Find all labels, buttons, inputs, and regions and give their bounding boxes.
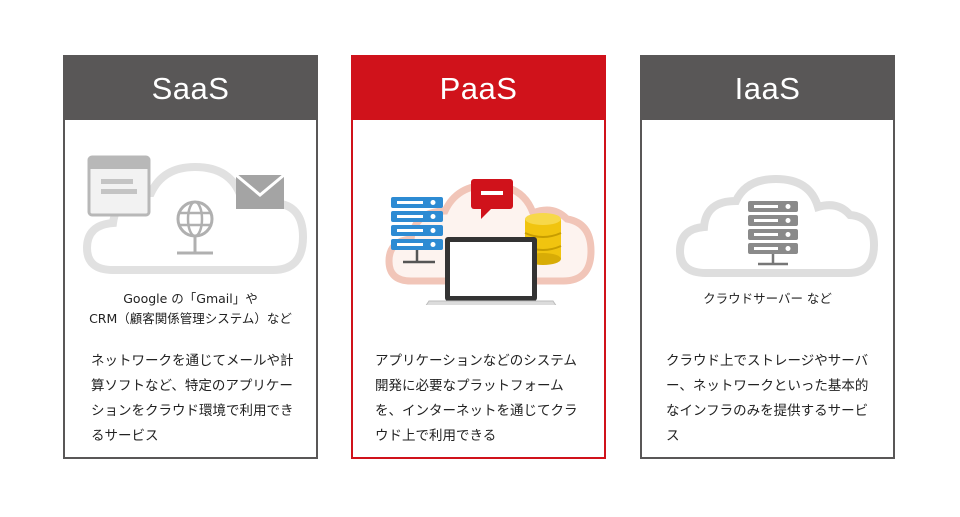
iaas-illustration bbox=[675, 174, 879, 277]
paas-title: PaaS bbox=[353, 57, 604, 120]
paas-description: アプリケーションなどのシステム開発に必要なプラットフォームを、インターネットを通… bbox=[375, 353, 578, 444]
cloud-icon bbox=[82, 162, 308, 274]
paas-illustration bbox=[385, 179, 595, 305]
iaas-title: IaaS bbox=[642, 57, 893, 120]
iaas-description: クラウド上でストレージやサーバー、ネットワークといった基本的なインフラのみを提供… bbox=[666, 353, 869, 444]
saas-caption-line1: Google の「Gmail」や bbox=[123, 291, 258, 306]
iaas-card: IaaS クラウドサーバー など クラウド上でストレージやサーバー、ネットワーク… bbox=[640, 55, 895, 459]
globe-icon bbox=[176, 200, 214, 255]
saas-example-caption: Google の「Gmail」や CRM（顧客関係管理システム）など bbox=[65, 289, 316, 329]
paas-card: PaaS bbox=[351, 55, 606, 459]
saas-card: SaaS Google の「Gmail」や CRM（顧客関係管理システム）など … bbox=[63, 55, 318, 459]
chat-bubble-icon bbox=[471, 179, 513, 219]
cloud-icon bbox=[675, 174, 879, 277]
saas-illustration bbox=[82, 155, 308, 274]
saas-caption-line2: CRM（顧客関係管理システム）など bbox=[89, 311, 292, 326]
laptop-icon bbox=[425, 237, 557, 305]
server-rack-icon bbox=[748, 201, 798, 266]
server-rack-icon bbox=[391, 197, 443, 264]
iaas-example-caption: クラウドサーバー など bbox=[703, 291, 832, 306]
saas-title: SaaS bbox=[65, 57, 316, 120]
envelope-icon bbox=[235, 173, 285, 209]
browser-window-icon bbox=[87, 155, 151, 217]
saas-description: ネットワークを通じてメールや計算ソフトなど、特定のアプリケーションをクラウド環境… bbox=[91, 353, 294, 444]
